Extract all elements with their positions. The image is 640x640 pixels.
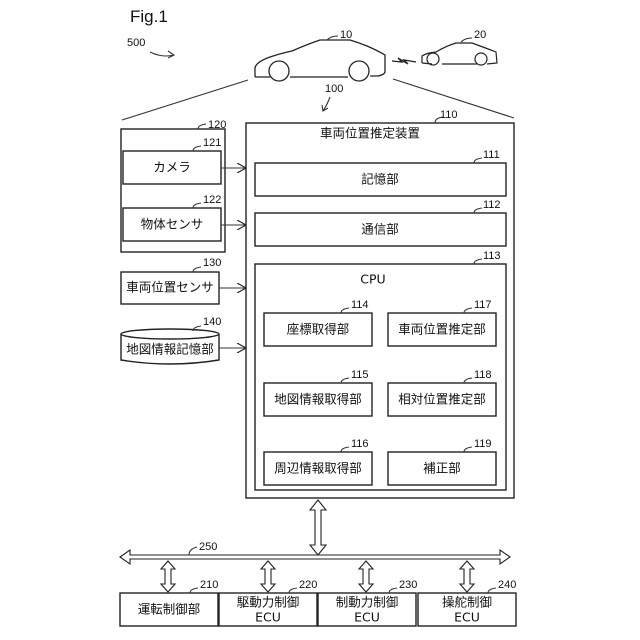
ecu-label-line1: 駆動力制御	[237, 595, 300, 610]
estimation-device-title: 車両位置推定装置	[320, 126, 420, 141]
map-storage-ref: 140	[203, 316, 221, 328]
device-ref-label: 100	[325, 83, 343, 95]
ecu-ref: 210	[200, 579, 218, 591]
cpu-unit-ref: 118	[474, 369, 492, 381]
cpu-unit-label: 相対位置推定部	[398, 392, 486, 407]
cpu-unit-ref: 114	[351, 299, 369, 311]
storage-ref: 111	[483, 149, 500, 161]
ecu-210-double-arrow	[161, 561, 175, 592]
storage-label: 記憶部	[361, 172, 399, 187]
cpu-unit-ref: 119	[474, 438, 492, 450]
wireless-link-icon	[392, 58, 416, 64]
cpu-unit-label: 地図情報取得部	[274, 392, 362, 407]
other-vehicle-icon	[422, 43, 497, 65]
cpu-unit-label: 周辺情報取得部	[274, 461, 362, 476]
cpu-unit-ref: 115	[351, 369, 369, 381]
own-vehicle-ref: 10	[340, 29, 352, 41]
comm-ref: 112	[483, 199, 501, 211]
cpu-unit-ref: 116	[351, 438, 369, 450]
object-sensor-ref: 122	[203, 194, 221, 206]
bus-ref: 250	[199, 541, 217, 553]
position-sensor-label: 車両位置センサ	[126, 280, 214, 295]
ecu-label-line2: ECU	[354, 610, 380, 625]
ecu-230-double-arrow	[359, 561, 373, 592]
camera-label: カメラ	[153, 160, 191, 175]
ecu-ref: 240	[498, 579, 516, 591]
ecu-label-line2: ECU	[454, 610, 480, 625]
cpu-ref: 113	[483, 250, 501, 262]
ecu-label: 運転制御部	[138, 602, 201, 617]
ecu-label-line1: 操舵制御	[442, 595, 492, 610]
ecu-220-double-arrow	[261, 561, 275, 592]
ecu-ref: 230	[399, 579, 417, 591]
ecu-label-line1: 制動力制御	[336, 595, 399, 610]
position-sensor-ref: 130	[203, 257, 221, 269]
other-vehicle-leader	[461, 38, 472, 42]
bus-leader	[189, 547, 197, 555]
sensor-group-ref: 120	[208, 119, 226, 131]
expand-line-left	[122, 80, 248, 120]
ecu-label-line2: ECU	[255, 610, 281, 625]
cpu-unit-label: 車両位置推定部	[398, 322, 486, 337]
own-vehicle-icon	[255, 40, 385, 81]
cpu-unit-label: 座標取得部	[287, 322, 350, 337]
ecu-ref: 220	[299, 579, 317, 591]
cpu-label: CPU	[360, 272, 385, 287]
cpu-unit-ref: 117	[474, 299, 492, 311]
cpu-unit-label: 補正部	[423, 461, 461, 476]
figure-title: Fig.1	[130, 7, 168, 26]
other-vehicle-ref: 20	[474, 29, 486, 41]
ecu-240-double-arrow	[460, 561, 474, 592]
estimation-device-ref: 110	[440, 109, 458, 121]
object-sensor-label: 物体センサ	[141, 217, 204, 232]
device-bus-double-arrow	[310, 500, 326, 555]
system-ref-arrowhead	[168, 51, 174, 58]
comm-label: 通信部	[361, 222, 399, 237]
map-storage-label: 地図情報記憶部	[126, 342, 214, 357]
sensor-group-leader	[198, 124, 206, 129]
system-ref-label: 500	[127, 37, 145, 49]
position-sensor-leader	[193, 267, 201, 272]
camera-ref: 121	[203, 137, 221, 149]
